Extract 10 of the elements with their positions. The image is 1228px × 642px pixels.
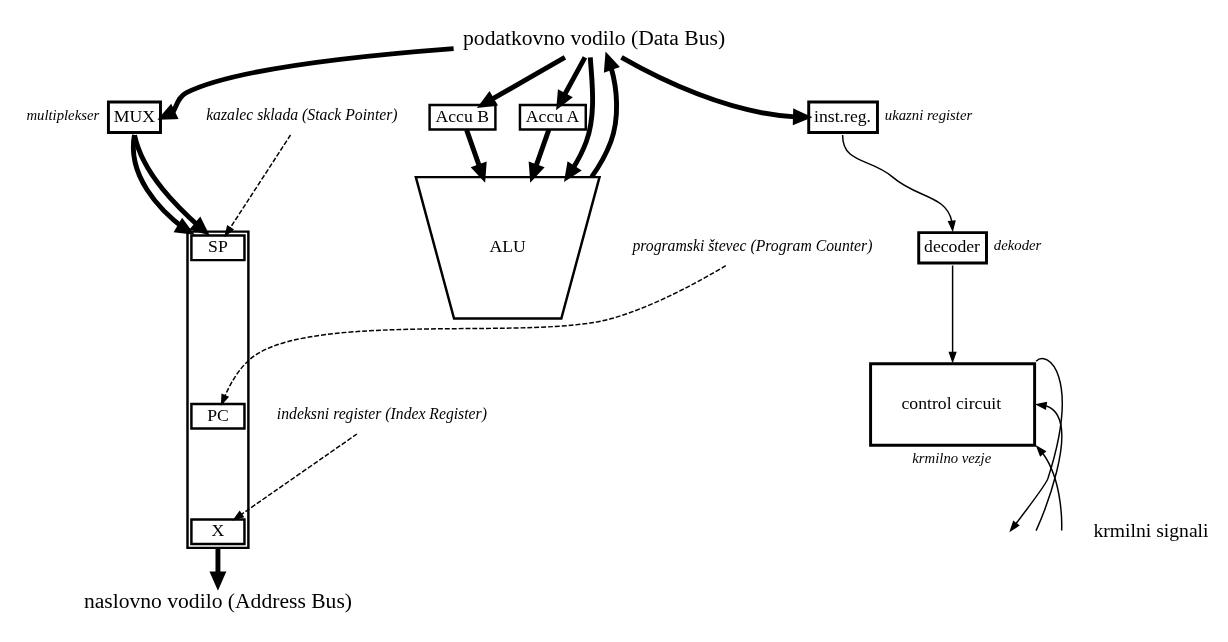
node-label: krmilno vezje <box>912 450 992 467</box>
node-text: indeksni register (Index Register) <box>276 405 487 423</box>
node-text: podatkovno vodilo (Data Bus) <box>463 26 726 51</box>
node-label: dekoder <box>993 237 1042 254</box>
label: krmilni signali <box>1093 518 1209 541</box>
node-text: programski števec (Program Counter) <box>632 236 873 254</box>
node-label: multiplekser <box>26 106 100 123</box>
node-label: ukazni register <box>884 106 973 123</box>
node-text: naslovno vodilo (Address Bus) <box>83 588 352 613</box>
node-text: kazalec sklada (Stack Pointer) <box>206 105 398 123</box>
